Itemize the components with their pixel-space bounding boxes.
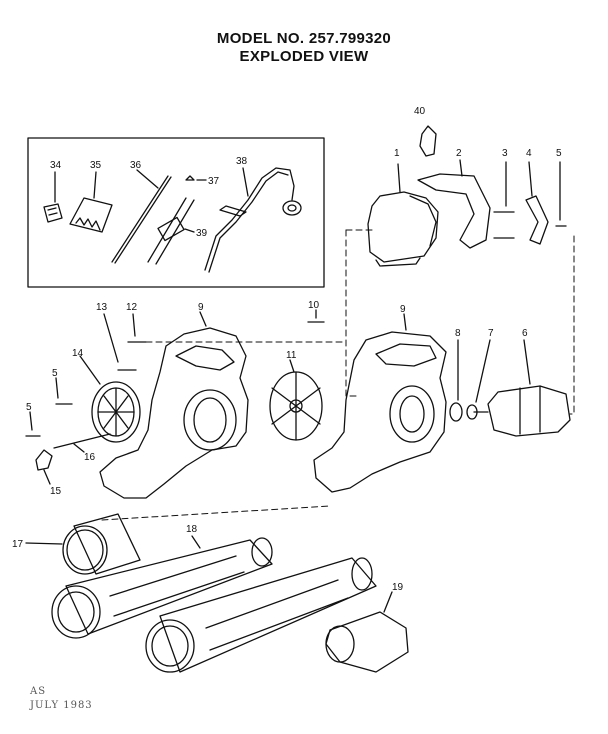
callout-18: 18 bbox=[186, 524, 198, 535]
footer-date: JULY 1983 bbox=[30, 700, 93, 711]
callout-labels: 1 2 3 4 5 5 5 6 7 8 9 9 10 11 12 13 14 1… bbox=[12, 106, 562, 593]
callout-2: 2 bbox=[456, 148, 462, 159]
callout-5-left-upper: 5 bbox=[52, 368, 58, 379]
part-8-washer bbox=[449, 339, 463, 422]
part-38-cord-assembly bbox=[204, 167, 302, 273]
part-37-fastener bbox=[185, 175, 207, 181]
callout-38: 38 bbox=[236, 156, 248, 167]
part-10-screw bbox=[307, 309, 325, 323]
part-14-intake-grille bbox=[79, 355, 141, 443]
callout-7: 7 bbox=[488, 328, 494, 339]
callout-3: 3 bbox=[502, 148, 508, 159]
callout-10: 10 bbox=[308, 300, 320, 311]
callout-12: 12 bbox=[126, 302, 138, 313]
callout-9-right: 9 bbox=[400, 304, 406, 315]
part-11-fan-impeller bbox=[269, 359, 323, 441]
part-13-screw bbox=[103, 313, 137, 371]
part-34-clip bbox=[43, 171, 63, 223]
callout-5-top: 5 bbox=[556, 148, 562, 159]
callout-17: 17 bbox=[12, 539, 24, 550]
callout-11: 11 bbox=[286, 350, 297, 361]
part-4-switch bbox=[525, 161, 549, 245]
part-35-scraper bbox=[69, 171, 113, 233]
part-3-screws bbox=[493, 161, 515, 239]
part-36-cable-tie bbox=[111, 169, 172, 264]
callout-9-left: 9 bbox=[198, 302, 204, 313]
callout-15: 15 bbox=[50, 486, 62, 497]
callout-40: 40 bbox=[414, 106, 426, 117]
assembly-lines bbox=[101, 229, 575, 521]
callout-13: 13 bbox=[96, 302, 108, 313]
callout-36: 36 bbox=[130, 160, 142, 171]
part-2-handle-top bbox=[417, 159, 491, 249]
callout-39: 39 bbox=[196, 228, 208, 239]
part-15-clip bbox=[35, 449, 53, 485]
part-5-screw-left-upper bbox=[55, 377, 73, 405]
part-1-motor-housing bbox=[367, 163, 439, 267]
part-9-housing-right bbox=[313, 313, 447, 493]
part-16-rod bbox=[53, 433, 111, 453]
callout-5-left-lower: 5 bbox=[26, 402, 32, 413]
callout-34: 34 bbox=[50, 160, 62, 171]
callout-4: 4 bbox=[526, 148, 532, 159]
part-40-hook bbox=[419, 125, 437, 157]
part-5-screw-left-lower bbox=[25, 411, 41, 437]
part-39-clamp bbox=[147, 197, 195, 265]
callout-1: 1 bbox=[394, 148, 400, 159]
callout-16: 16 bbox=[84, 452, 96, 463]
part-9-housing-left bbox=[99, 311, 249, 499]
part-17-short-tube bbox=[25, 513, 141, 575]
footer-code: AS bbox=[30, 686, 47, 697]
part-5-screw-top bbox=[555, 161, 567, 227]
callout-37: 37 bbox=[208, 176, 220, 187]
part-19-nozzle bbox=[325, 591, 409, 673]
model-number-title: MODEL NO. 257.799320 bbox=[216, 30, 392, 47]
accessory-inset-box bbox=[27, 137, 325, 288]
part-18-long-tube-second bbox=[145, 557, 377, 673]
part-6-motor bbox=[473, 339, 571, 437]
callout-14: 14 bbox=[72, 348, 84, 359]
callout-6: 6 bbox=[522, 328, 528, 339]
callout-19: 19 bbox=[392, 582, 404, 593]
part-18-long-tube bbox=[51, 535, 273, 639]
callout-35: 35 bbox=[90, 160, 102, 171]
part-12-screw bbox=[127, 313, 147, 343]
callout-8: 8 bbox=[455, 328, 461, 339]
part-7-nut bbox=[466, 339, 491, 420]
view-title: EXPLODED VIEW bbox=[239, 48, 369, 65]
